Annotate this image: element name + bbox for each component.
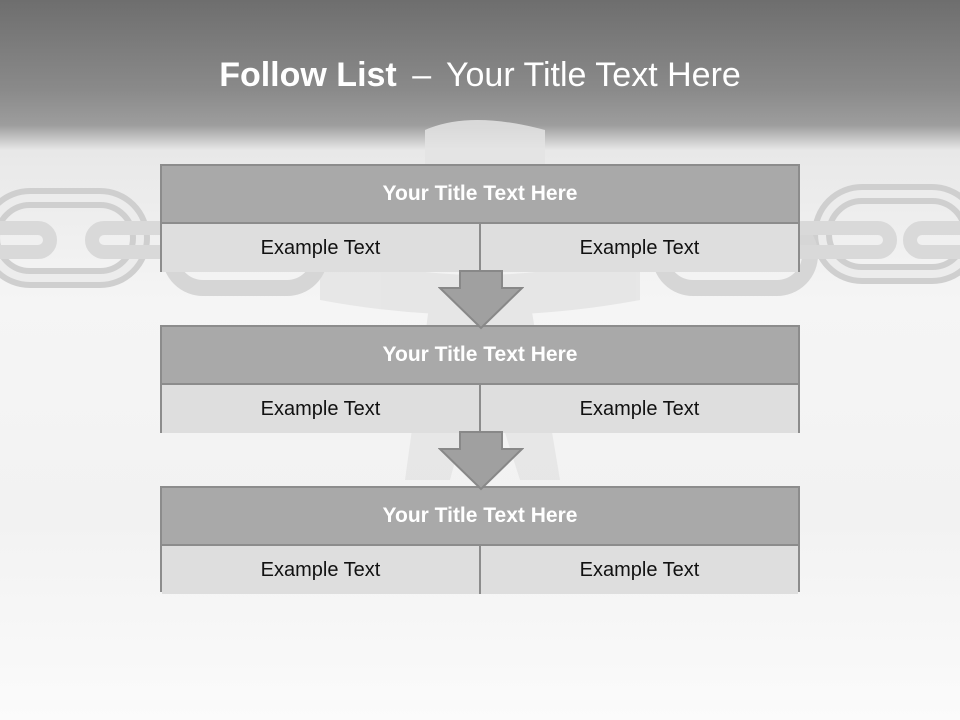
down-arrow-icon (438, 431, 524, 491)
block-heading: Your Title Text Here (162, 488, 798, 546)
block-cell-right: Example Text (479, 385, 798, 433)
block-cell-right: Example Text (479, 546, 798, 594)
block-cell-left: Example Text (162, 224, 479, 272)
block-heading: Your Title Text Here (162, 327, 798, 385)
title-rest: Your Title Text Here (445, 56, 741, 94)
title-bold: Follow List (219, 56, 397, 94)
block-cell-left: Example Text (162, 546, 479, 594)
slide-title: Follow List – Your Title Text Here (0, 52, 960, 98)
down-arrow-icon (438, 270, 524, 330)
list-block-2: Your Title Text Here Example Text Exampl… (160, 325, 800, 433)
block-cell-right: Example Text (479, 224, 798, 272)
list-block-3: Your Title Text Here Example Text Exampl… (160, 486, 800, 594)
block-heading: Your Title Text Here (162, 166, 798, 224)
block-cell-left: Example Text (162, 385, 479, 433)
title-separator: – (412, 56, 432, 94)
list-block-1: Your Title Text Here Example Text Exampl… (160, 164, 800, 272)
